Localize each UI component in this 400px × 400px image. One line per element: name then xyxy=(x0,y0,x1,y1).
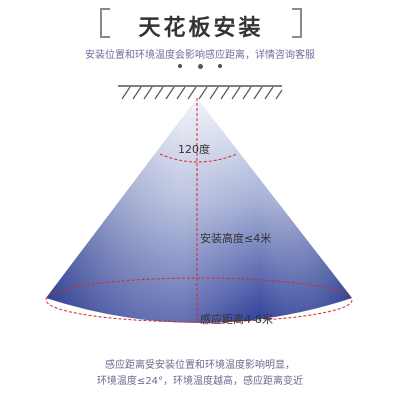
detection-cone xyxy=(46,98,352,323)
dot-icon xyxy=(197,63,203,69)
dot-icon xyxy=(218,64,222,68)
decorative-dots xyxy=(178,63,222,69)
dot-icon xyxy=(178,64,182,68)
ceiling-mount xyxy=(118,85,283,100)
sensing-range-label: 感应距离4-8米 xyxy=(200,313,273,326)
footer-note-line2: 环境温度≤24°，环境温度越高，感应距离变近 xyxy=(96,376,304,387)
angle-arc xyxy=(159,153,238,163)
install-height-label: 安装高度≤4米 xyxy=(200,232,272,245)
detection-range-ellipse xyxy=(45,277,353,323)
title-frame: 天花板安装 xyxy=(100,8,302,41)
page-title: 天花板安装 xyxy=(138,16,264,41)
angle-label: 120度 xyxy=(178,143,210,156)
footer-note-line1: 感应距离受安装位置和环境温度影响明显， xyxy=(105,360,295,371)
page-subtitle: 安装位置和环境温度会影响感应距离，详情咨询客服 xyxy=(85,50,315,61)
